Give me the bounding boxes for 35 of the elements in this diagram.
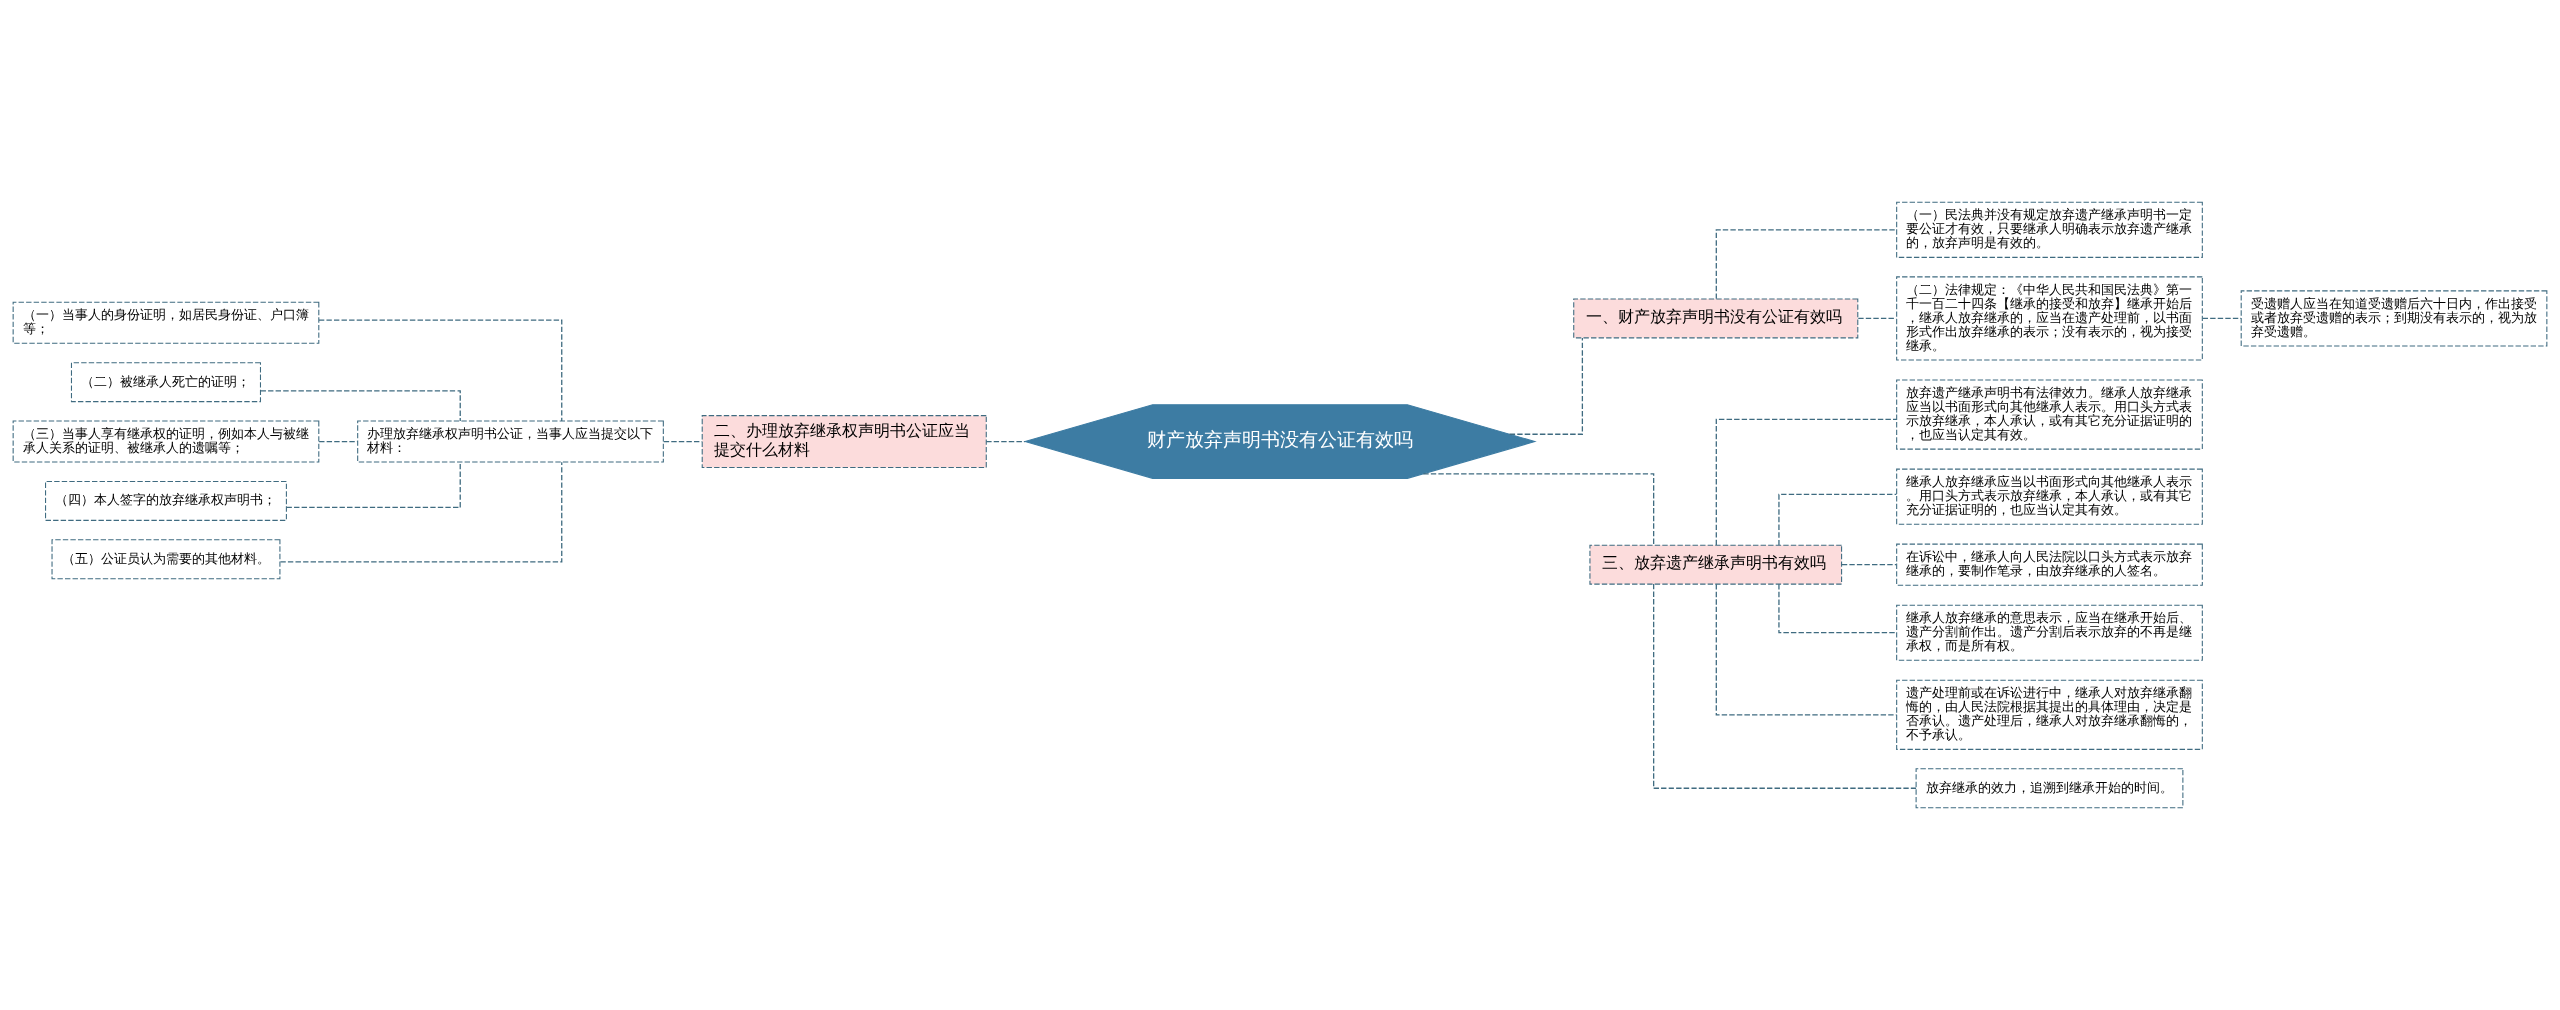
connector bbox=[1508, 337, 1584, 435]
node-box: （一）当事人的身份证明，如居民身份证、户口簿等； bbox=[12, 301, 320, 344]
node-box: 受遗赠人应当在知道受遗赠后六十日内，作出接受或者放弃受遗赠的表示；到期没有表示的，视为放弃受遗赠。 bbox=[2240, 290, 2548, 347]
connector bbox=[1715, 229, 1898, 300]
node-box: 一、财产放弃声明书没有公证有效吗 bbox=[1573, 298, 1859, 339]
node-box: 遗产处理前或在诉讼进行中，继承人对放弃继承翻悔的，由人民法院根据其提出的具体理由，决定是否承认。遗产处理后，继承人对放弃继承翻悔的，不予承认。 bbox=[1896, 679, 2203, 750]
node-box: （三）当事人享有继承权的证明，例如本人与被继承人关系的证明、被继承人的遗嘱等； bbox=[12, 420, 320, 463]
node-box: 继承人放弃继承应当以书面形式向其他继承人表示。用口头方式表示放弃继承，本人承认，或有其它充分证据证明的，也应当认定其有效。 bbox=[1896, 468, 2203, 525]
connector bbox=[318, 319, 563, 422]
node-box: 三、放弃遗产继承声明书有效吗 bbox=[1589, 544, 1843, 585]
node-box: 二、办理放弃继承权声明书公证应当提交什么材料 bbox=[701, 415, 987, 468]
node-box: 在诉讼中，继承人向人民法院以口头方式表示放弃继承的，要制作笔录，由放弃继承的人签名。 bbox=[1896, 543, 2203, 586]
connector bbox=[318, 440, 359, 443]
connector bbox=[985, 440, 1026, 443]
node-box: （四）本人签字的放弃继承权声明书； bbox=[45, 480, 287, 521]
node-box: 办理放弃继承权声明书公证，当事人应当提交以下材料： bbox=[357, 420, 664, 463]
node-box: 继承人放弃继承的意思表示，应当在继承开始后、遗产分割前作出。遗产分割后表示放弃的不再是继承权，而是所有权。 bbox=[1896, 604, 2203, 661]
node-box: （二）被继承人死亡的证明； bbox=[70, 362, 262, 403]
node-box: （二）法律规定：《中华人民共和国民法典》第一千一百二十四条【继承的接受和放弃】继承开始后，继承人放弃继承的，应当在遗产处理前，以书面形式作出放弃继承的表示；没有表示的，视为接受继承。 bbox=[1896, 276, 2203, 361]
connector bbox=[1715, 418, 1898, 546]
connector bbox=[1653, 583, 1917, 789]
node-box: （一）民法典并没有规定放弃遗产继承声明书一定要公证才有效，只要继承人明确表示放弃遗产继承的，放弃声明是有效的。 bbox=[1896, 201, 2203, 258]
connector bbox=[1715, 583, 1898, 716]
node-box: 放弃遗产继承声明书有法律效力。继承人放弃继承应当以书面形式向其他继承人表示。用口头方式表示放弃继承，本人承认，或有其它充分证据证明的，也应当认定其有效。 bbox=[1896, 379, 2203, 450]
connector bbox=[260, 390, 461, 422]
connector bbox=[285, 461, 461, 509]
connector bbox=[1422, 473, 1655, 546]
connector bbox=[2201, 317, 2242, 320]
connector bbox=[1841, 564, 1898, 566]
connector bbox=[1778, 583, 1898, 634]
node-box: （五）公证员认为需要的其他材料。 bbox=[51, 539, 281, 580]
node-box: 放弃继承的效力，追溯到继承开始的时间。 bbox=[1915, 768, 2184, 809]
connector bbox=[1778, 493, 1898, 546]
connector bbox=[279, 461, 563, 563]
connector bbox=[1857, 317, 1897, 320]
